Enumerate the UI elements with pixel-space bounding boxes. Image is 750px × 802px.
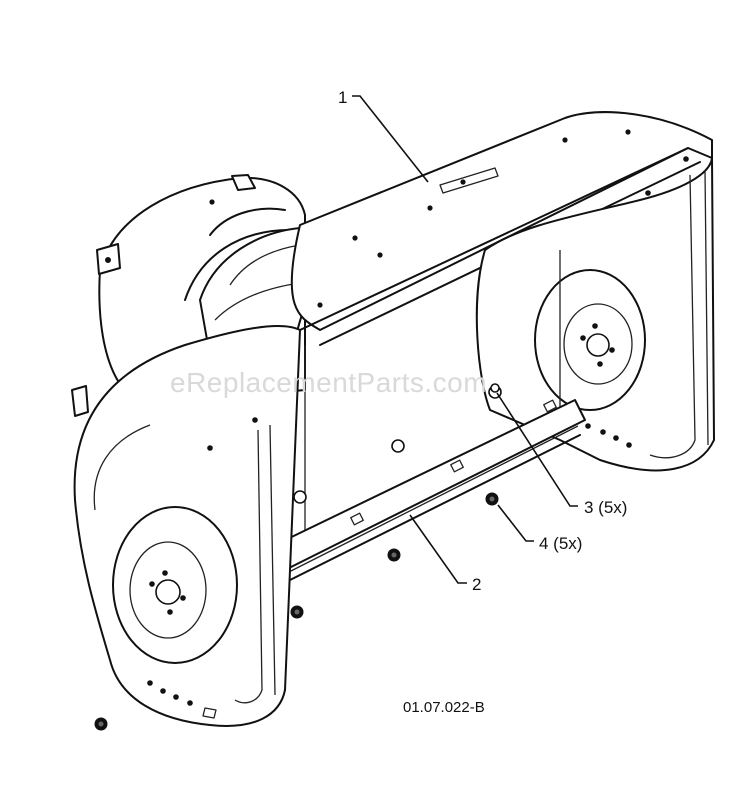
leader-lines [352, 95, 578, 584]
callout-3: 3 (5x) [584, 498, 627, 517]
callout-4: 4 (5x) [539, 534, 582, 553]
callout-1: 1 [338, 88, 347, 107]
leader-4 [497, 504, 534, 542]
nut-group [94, 492, 499, 731]
figure-id: 01.07.022-B [403, 699, 485, 716]
nut [290, 605, 304, 619]
nut [387, 548, 401, 562]
leader-1 [352, 95, 429, 183]
bolt-group [490, 383, 500, 393]
left-side-plate [73, 324, 301, 727]
right-side-plate [475, 156, 715, 472]
scraper-bar [274, 399, 586, 586]
nut [94, 717, 108, 731]
leader-3 [496, 392, 578, 507]
callout-2: 2 [472, 575, 481, 594]
leader-2 [409, 514, 467, 584]
nut [485, 492, 499, 506]
watermark: eReplacementParts.com [170, 367, 487, 398]
